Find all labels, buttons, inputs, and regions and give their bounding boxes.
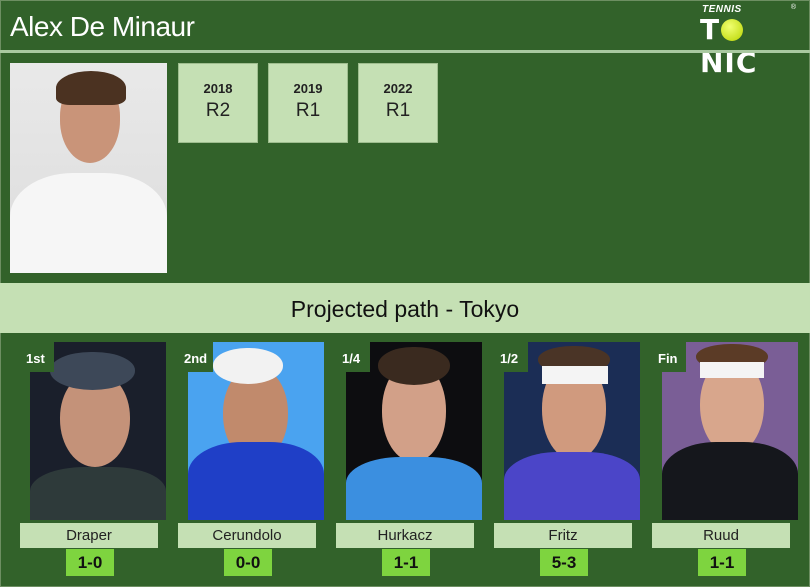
player-photo	[10, 63, 167, 273]
history-result: R1	[295, 100, 321, 121]
round-label: 1st	[20, 342, 54, 372]
opponent-shirt	[30, 467, 166, 520]
head-to-head-score: 1-1	[382, 549, 430, 576]
opponent-shirt	[188, 442, 324, 520]
round-label: 1/4	[336, 342, 370, 372]
tournament-history: 2018 R2 2019 R1 2022 R1	[178, 63, 438, 143]
round-label: 1/2	[494, 342, 528, 372]
history-year: 2019	[293, 81, 323, 96]
history-result: R1	[385, 100, 411, 121]
opponent-photo	[188, 342, 324, 520]
opponent-cap	[213, 348, 283, 384]
logo-tennis-text: TENNIS	[702, 4, 742, 15]
player-hair	[56, 71, 126, 105]
opponent-name: Cerundolo	[178, 523, 316, 548]
tennis-ball-icon	[721, 19, 744, 41]
round-label: 2nd	[178, 342, 214, 372]
opponent-name: Ruud	[652, 523, 790, 548]
header-divider	[0, 50, 810, 53]
opponent-name: Hurkacz	[336, 523, 474, 548]
logo-tonic-text: TNIC	[700, 13, 758, 79]
registered-icon: ®	[790, 4, 796, 11]
opponent-cap	[50, 352, 135, 390]
opponent-shirt	[504, 452, 640, 520]
opponent-photo	[662, 342, 798, 520]
opponent-shirt	[662, 442, 798, 520]
banner-title: Projected path - Tokyo	[290, 296, 520, 322]
history-year: 2018	[203, 81, 233, 96]
opponent-headband	[542, 366, 608, 384]
history-result: R2	[205, 100, 231, 121]
opponent-shirt	[346, 457, 482, 520]
player-shirt	[10, 173, 167, 273]
header: Alex De Minaur TENNIS TNIC ®	[0, 0, 810, 79]
history-year: 2022	[383, 81, 413, 96]
opponent-name: Draper	[20, 523, 158, 548]
opponent-hair	[378, 347, 450, 385]
opponent-headband	[700, 362, 764, 378]
page-title: Alex De Minaur	[10, 11, 195, 42]
history-card-2019: 2019 R1	[268, 63, 348, 143]
projected-path-banner: Projected path - Tokyo	[0, 283, 810, 333]
opponent-photo	[30, 342, 166, 520]
head-to-head-score: 1-1	[698, 549, 746, 576]
tennis-tonic-logo[interactable]: TENNIS TNIC ®	[700, 4, 800, 79]
head-to-head-score: 1-0	[66, 549, 114, 576]
opponent-name: Fritz	[494, 523, 632, 548]
head-to-head-score: 5-3	[540, 549, 588, 576]
history-card-2022: 2022 R1	[358, 63, 438, 143]
round-label: Fin	[652, 342, 686, 372]
head-to-head-score: 0-0	[224, 549, 272, 576]
history-card-2018: 2018 R2	[178, 63, 258, 143]
